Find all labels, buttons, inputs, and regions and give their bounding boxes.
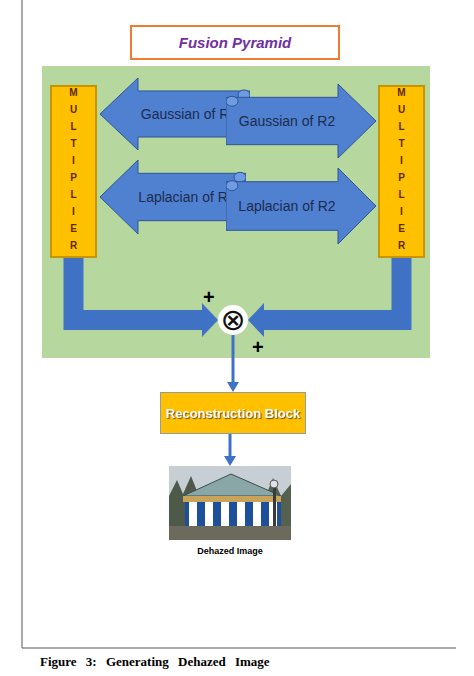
laplacian-arrow: Laplacian of R2 (226, 168, 376, 244)
gaussian-arrow: Gaussian of R2 (226, 84, 376, 158)
frame-line (22, 0, 23, 648)
node-text: Fusion Pyramid (179, 34, 292, 51)
scroll-curl (226, 181, 238, 191)
multiply-circle: ⊗ (218, 305, 248, 335)
dehazed-photo (169, 466, 291, 540)
connector-line (264, 258, 402, 320)
connector-line (232, 335, 235, 382)
node-text: ⊗ (220, 305, 245, 335)
connector-line (229, 434, 232, 456)
multiplier-box: MULTIPLIER (378, 85, 425, 258)
fusion-panel (42, 66, 430, 358)
block-arrow-outline (226, 84, 376, 158)
node-text: MULTIPLIER (68, 87, 79, 257)
arrow-head (202, 303, 218, 337)
process-box: Reconstruction Block (160, 392, 306, 434)
figure-caption: Figure 3: Generating Dehazed Image (40, 654, 270, 670)
image-box: Dehazed Image (165, 466, 295, 556)
block-arrow-outline (226, 168, 376, 244)
connector-line (74, 258, 203, 320)
plus-sign: + (252, 336, 264, 359)
node-text: Laplacian of R1 (138, 189, 235, 206)
node-text: Reconstruction Block (166, 406, 300, 421)
arrow-head (248, 303, 264, 337)
node-text: Laplacian of R2 (238, 198, 335, 215)
block-arrow-outline (100, 160, 246, 234)
scroll-curl (234, 172, 246, 182)
title-box: Fusion Pyramid (130, 25, 340, 60)
node-text: MULTIPLIER (396, 87, 407, 257)
node-text: Gaussian of R1 (141, 106, 238, 123)
arrow-head (227, 382, 239, 392)
laplacian-arrow: Laplacian of R1 (100, 160, 246, 234)
block-connector-arrow (74, 258, 219, 337)
multiplier-box: MULTIPLIER (50, 85, 97, 258)
node-text: Dehazed Image (197, 546, 263, 556)
node-text: Gaussian of R2 (239, 113, 336, 130)
connector-arrow (227, 335, 239, 392)
block-connector-arrow (248, 258, 402, 337)
arrow-head (224, 456, 236, 466)
plus-sign: + (203, 286, 215, 309)
frame-line (22, 648, 456, 649)
scroll-curl (226, 96, 238, 106)
connector-arrow (224, 434, 236, 466)
